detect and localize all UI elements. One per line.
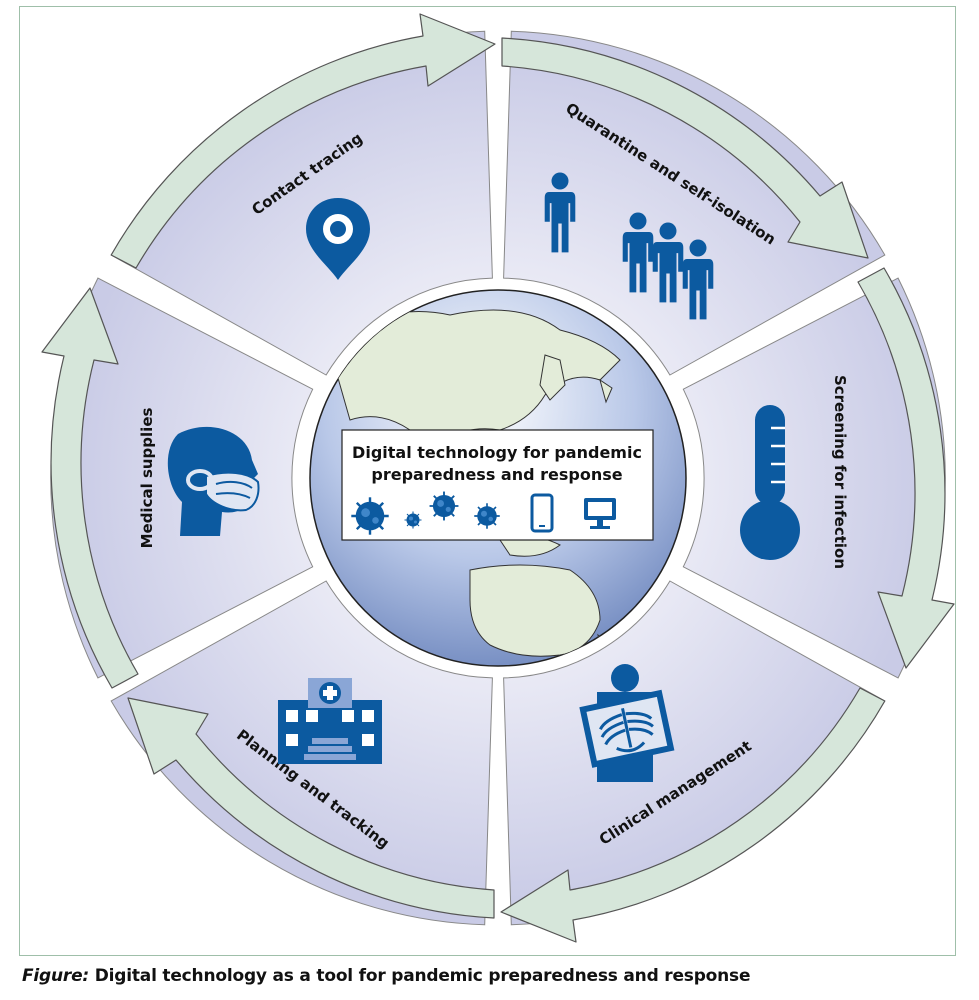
virus-icon — [403, 510, 423, 530]
virus-icon — [350, 496, 390, 536]
location-pin-icon — [306, 198, 370, 280]
cycle-arrow — [501, 37, 869, 259]
face-mask-icon — [167, 426, 260, 536]
cycle-arrow — [41, 287, 139, 689]
cycle-arrow — [127, 697, 495, 919]
cycle-arrow — [500, 687, 886, 943]
caption-label: Figure: — [22, 966, 90, 986]
segment-label-medical-supplies: Medical supplies — [138, 408, 156, 549]
x-ray-icon — [579, 664, 675, 782]
hospital-icon — [278, 678, 382, 764]
virus-icon — [428, 490, 460, 522]
thermometer-icon — [740, 405, 800, 560]
segment-label-screening: Screening for infection — [831, 375, 849, 569]
cycle-arrow — [857, 267, 955, 669]
monitor-icon — [584, 498, 616, 529]
center-title-line2: preparedness and response — [371, 465, 622, 484]
center-box: Digital technology for pandemic prepared… — [341, 429, 654, 541]
virus-icon — [473, 502, 501, 530]
smartphone-icon — [530, 493, 554, 533]
segment-quarantine — [503, 30, 886, 376]
caption-text: Digital technology as a tool for pandemi… — [94, 966, 751, 986]
figure-caption: Figure: Digital technology as a tool for… — [22, 966, 750, 986]
center-title-line1: Digital technology for pandemic — [352, 443, 642, 462]
figure-frame — [19, 6, 956, 956]
cycle-arrow — [110, 13, 496, 269]
